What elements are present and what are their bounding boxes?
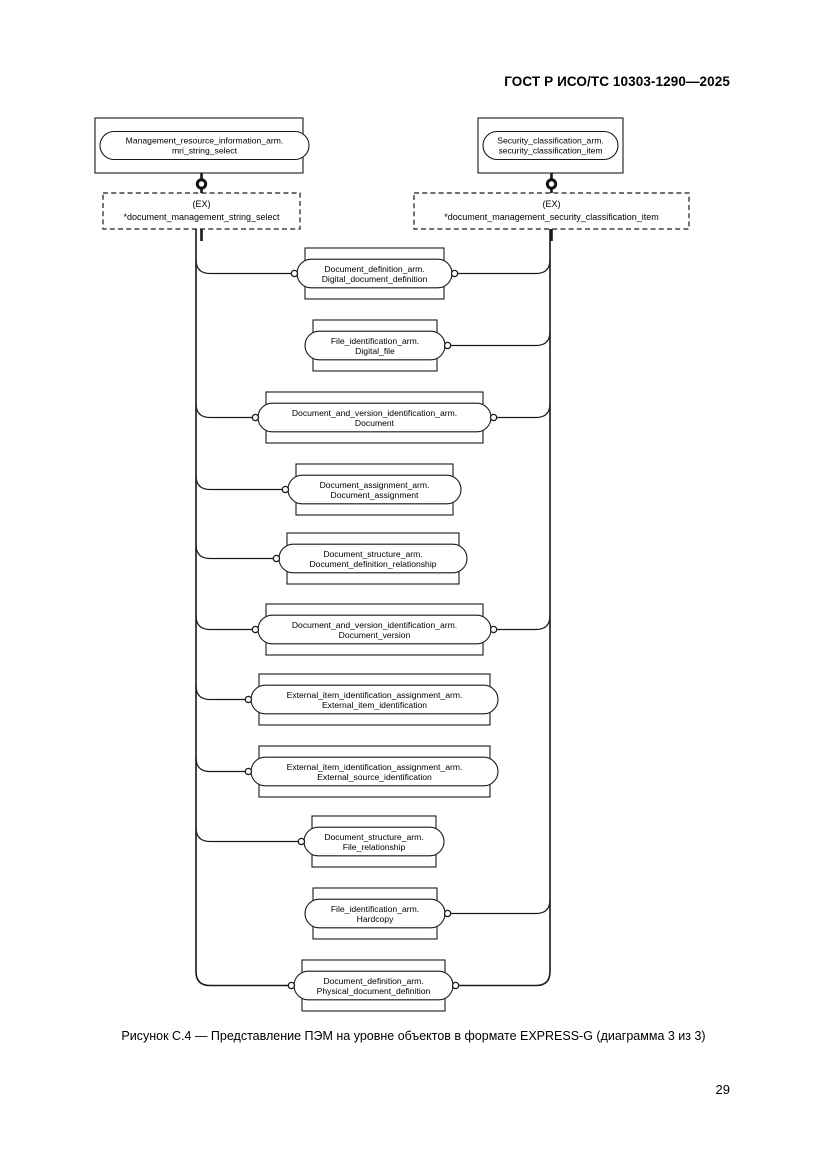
entity-label-line1-external-item-identification: External_item_identification_assignment_… — [287, 690, 463, 700]
port-right-digital-file — [443, 341, 452, 350]
left-trunk-line — [195, 229, 294, 987]
entity-label-line2-document-definition-relationship: Document_definition_relationship — [309, 559, 436, 569]
port-left-digital-document-definition — [290, 269, 299, 278]
source-node-mri-string-select: Management_resource_information_arm.mri_… — [94, 117, 310, 174]
page-number: 29 — [715, 1082, 730, 1097]
entity-label-line1-digital-document-definition: Document_definition_arm. — [324, 264, 424, 274]
entity-label-line1-file-relationship: Document_structure_arm. — [324, 832, 423, 842]
entity-label-line1-document: Document_and_version_identification_arm. — [292, 408, 457, 418]
entity-label-line1-external-source-identification: External_item_identification_assignment_… — [287, 762, 463, 772]
entity-document-definition-relationship: Document_structure_arm.Document_definiti… — [278, 532, 468, 585]
ex-label-kind-ex-security-classification-item: (EX) — [543, 199, 561, 209]
branch-left-document — [195, 403, 253, 419]
connector-security-classification-item-to-ex-security-classification-item — [545, 173, 558, 193]
entity-label-line2-external-source-identification: External_source_identification — [317, 772, 432, 782]
branch-left-digital-document-definition — [195, 259, 292, 275]
port-right-document-version — [489, 625, 498, 634]
port-left-physical-document-definition — [287, 981, 296, 990]
branch-left-document-assignment — [195, 475, 283, 491]
port-right-document — [489, 413, 498, 422]
entity-label-line2-digital-file: Digital_file — [355, 346, 395, 356]
entity-hardcopy: File_identification_arm.Hardcopy — [304, 887, 446, 940]
port-left-file-relationship — [297, 837, 306, 846]
ex-label-kind-ex-string-select: (EX) — [193, 199, 211, 209]
branch-right-digital-document-definition — [457, 259, 551, 275]
entity-label-line2-physical-document-definition: Physical_document_definition — [317, 986, 431, 996]
source-label-line2-security-classification-item: security_classification_item — [498, 146, 602, 156]
source-label-line2-mri-string-select: mri_string_select — [172, 146, 238, 156]
entity-label-line1-document-definition-relationship: Document_structure_arm. — [323, 549, 422, 559]
ex-node-ex-security-classification-item: (EX) *document_management_security_classi… — [413, 192, 690, 230]
entity-label-line2-document-assignment: Document_assignment — [331, 490, 420, 500]
port-left-document-definition-relationship — [272, 554, 281, 563]
branch-right-digital-file — [450, 331, 551, 347]
entity-document: Document_and_version_identification_arm.… — [257, 391, 492, 444]
source-oval-security-classification-item — [482, 130, 619, 161]
entity-label-line2-file-relationship: File_relationship — [343, 842, 406, 852]
source-label-line1-security-classification-item: Security_classification_arm. — [497, 136, 604, 146]
port-left-document-version — [251, 625, 260, 634]
branch-left-external-item-identification — [195, 685, 246, 701]
entity-external-source-identification: External_item_identification_assignment_… — [250, 745, 499, 798]
entity-label-line1-document-assignment: Document_assignment_arm. — [320, 480, 430, 490]
entity-label-line2-document: Document — [355, 418, 395, 428]
connector-circle-ex-string-select — [195, 178, 208, 190]
connector-circle-ex-security-classification-item — [545, 178, 558, 190]
entity-digital-file: File_identification_arm.Digital_file — [304, 319, 446, 372]
port-left-external-source-identification — [244, 767, 253, 776]
entity-document-assignment: Document_assignment_arm.Document_assignm… — [287, 463, 462, 516]
ex-node-ex-string-select: (EX) *document_management_string_select — [102, 192, 301, 230]
port-left-external-item-identification — [244, 695, 253, 704]
entity-document-version: Document_and_version_identification_arm.… — [257, 603, 492, 656]
entity-file-relationship: Document_structure_arm.File_relationship — [303, 815, 445, 868]
entity-label-line1-digital-file: File_identification_arm. — [331, 336, 419, 346]
source-node-security-classification-item: Security_classification_arm.security_cla… — [477, 117, 624, 174]
port-right-digital-document-definition — [450, 269, 459, 278]
figure-caption: Рисунок С.4 — Представление ПЭМ на уровн… — [121, 1029, 706, 1043]
source-oval-mri-string-select — [99, 130, 310, 161]
port-left-document — [251, 413, 260, 422]
branch-right-document-version — [496, 615, 551, 631]
entity-external-item-identification: External_item_identification_assignment_… — [250, 673, 499, 726]
branch-right-document — [496, 403, 551, 419]
entity-label-line2-document-version: Document_version — [339, 630, 411, 640]
page-header-standard-id: ГОСТ Р ИСО/ТС 10303-1290—2025 — [504, 74, 730, 89]
port-right-physical-document-definition — [451, 981, 460, 990]
entity-physical-document-definition: Document_definition_arm.Physical_documen… — [293, 959, 454, 1012]
connector-mri-string-select-to-ex-string-select — [195, 173, 208, 193]
ex-label-name-ex-string-select: *document_management_string_select — [123, 212, 280, 222]
entity-label-line2-digital-document-definition: Digital_document_definition — [322, 274, 428, 284]
entity-label-line1-physical-document-definition: Document_definition_arm. — [323, 976, 423, 986]
ex-dashed-rect-ex-security-classification-item — [413, 192, 690, 230]
source-label-line1-mri-string-select: Management_resource_information_arm. — [126, 136, 284, 146]
branch-left-document-version — [195, 615, 253, 631]
entity-digital-document-definition: Document_definition_arm.Digital_document… — [296, 247, 453, 300]
entity-label-line2-external-item-identification: External_item_identification — [322, 700, 427, 710]
branch-right-hardcopy — [450, 899, 551, 915]
branch-left-document-definition-relationship — [195, 544, 274, 560]
port-right-hardcopy — [443, 909, 452, 918]
branch-left-external-source-identification — [195, 757, 246, 773]
entity-label-line1-hardcopy: File_identification_arm. — [331, 904, 419, 914]
ex-label-name-ex-security-classification-item: *document_management_security_classifica… — [444, 212, 659, 222]
entity-label-line2-hardcopy: Hardcopy — [357, 914, 394, 924]
port-left-document-assignment — [281, 485, 290, 494]
entity-label-line1-document-version: Document_and_version_identification_arm. — [292, 620, 457, 630]
right-trunk-line — [453, 229, 551, 987]
branch-left-file-relationship — [195, 827, 299, 843]
